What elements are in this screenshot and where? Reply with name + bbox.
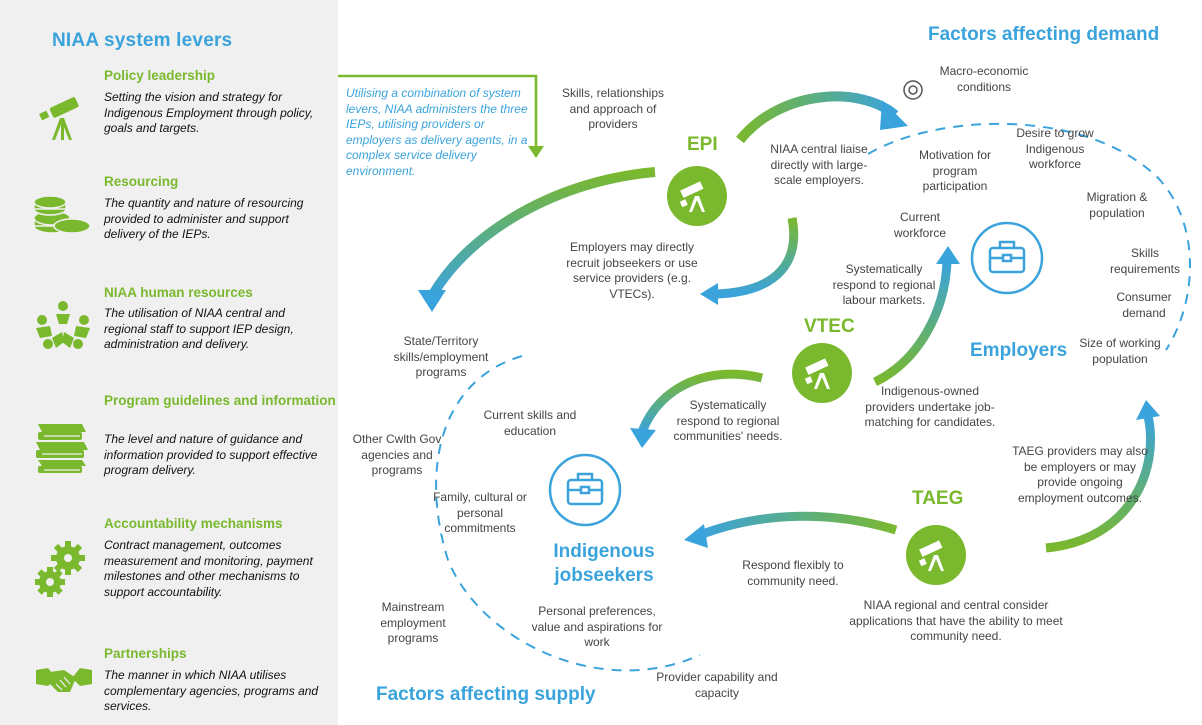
lever-title-accountability: Accountability mechanisms: [104, 516, 283, 531]
lever-desc-policy: Setting the vision and strategy for Indi…: [104, 90, 314, 135]
intro-bracket: [338, 74, 538, 150]
people-circle-icon: [36, 301, 90, 349]
epi-to-supply-arrow: [427, 167, 656, 299]
toolbox-icon: [566, 472, 604, 506]
taeg-to-employers-arrowhead: [1136, 400, 1160, 420]
taeg-to-jobseekers-arrowhead: [684, 524, 708, 548]
skills-providers-text: Skills, relationships and approach of pr…: [561, 86, 665, 131]
employers-recruit-text: Employers may directly recruit jobseeker…: [566, 240, 698, 301]
system-levers-panel: NIAA system levers Policy leadership Set…: [0, 0, 338, 725]
respond-communities-text: Systematically respond to regional commu…: [673, 398, 783, 443]
respond-flexibly-text: Respond flexibly to community need.: [742, 558, 844, 588]
current-workforce-text: Current workforce: [893, 210, 946, 240]
niaa-liaise-text: NIAA central liaise directly with large-…: [770, 142, 868, 187]
books-icon: [36, 424, 88, 473]
jobseekers-label: Indigenous jobseekers: [553, 541, 655, 586]
skills-requirements-text: Skills requirements: [1109, 246, 1181, 276]
vtec-to-employers-arrow: [872, 261, 952, 387]
vtec-to-employers-arrowhead: [936, 246, 960, 264]
gears-icon: [35, 541, 85, 597]
current-skills-text: Current skills and education: [483, 408, 577, 438]
demand-dashed-circle: [867, 122, 1191, 351]
provider-capability-text: Provider capability and capacity: [656, 670, 778, 700]
lever-title-guidelines: Program guidelines and information: [104, 393, 336, 408]
other-cwlth-text: Other Cwlth Gov agencies and programs: [352, 432, 442, 477]
lever-title-policy: Policy leadership: [104, 68, 216, 83]
lever-desc-partnerships: The manner in which NIAA utilises comple…: [104, 668, 319, 713]
demand-heading: Factors affecting demand: [928, 24, 1160, 45]
lever-desc-guidelines: The level and nature of guidance and inf…: [104, 432, 318, 477]
taeg-to-employers-arrow: [1045, 415, 1156, 553]
telescope-icon: [679, 181, 944, 571]
state-territory-text: State/Territory skills/employment progra…: [393, 334, 489, 379]
intro-arrowhead: [528, 146, 544, 158]
taeg-label: TAEG: [912, 488, 964, 509]
taeg-providers-text: TAEG providers may also be employers or …: [1012, 444, 1148, 505]
epi-to-employers-arrowhead: [880, 100, 908, 130]
desire-text: Desire to grow Indigenous workforce: [1016, 126, 1094, 171]
supply-dashed-circle: [435, 355, 701, 672]
handshake-icon: [36, 668, 92, 692]
epi-to-supply-arrowhead: [418, 290, 446, 312]
intro-note: Utilising a combination of system levers…: [346, 86, 528, 178]
respond-labour-text: Systematically respond to regional labou…: [832, 262, 936, 307]
family-commitments-text: Family, cultural or personal commitments: [433, 490, 527, 535]
lever-title-resourcing: Resourcing: [104, 174, 179, 189]
mainstream-programs-text: Mainstream employment programs: [380, 600, 446, 645]
vtec-to-jobseekers-arrowhead: [630, 428, 656, 448]
vtec-to-jobseekers-arrow: [637, 369, 764, 434]
size-working-population-text: Size of working population: [1079, 336, 1161, 366]
globe-coin-icon: [903, 80, 923, 100]
telescope-icon: [39, 97, 79, 140]
toolbox-icon: [988, 240, 1026, 274]
epi-to-providers-arrow: [714, 217, 799, 299]
coins-icon: [33, 195, 91, 234]
taeg-to-jobseekers-arrow: [698, 511, 898, 540]
lever-desc-resourcing: The quantity and nature of resourcing pr…: [104, 196, 304, 241]
personal-preferences-text: Personal preferences, value and aspirati…: [531, 604, 663, 649]
epi-label: EPI: [687, 134, 718, 155]
niaa-regional-text: NIAA regional and central consider appli…: [849, 598, 1063, 643]
motivation-text: Motivation for program participation: [918, 148, 992, 193]
supply-heading: Factors affecting supply: [376, 684, 596, 705]
migration-text: Migration & population: [1086, 190, 1148, 220]
lever-desc-accountability: Contract management, outcomes measuremen…: [104, 538, 313, 599]
indigenous-owned-text: Indigenous-owned providers undertake job…: [864, 384, 996, 429]
panel-title: NIAA system levers: [52, 30, 233, 51]
lever-title-human-resources: NIAA human resources: [104, 285, 253, 300]
consumer-demand-text: Consumer demand: [1116, 290, 1172, 320]
epi-to-employers-arrow: [736, 91, 899, 144]
employers-label: Employers: [970, 340, 1068, 361]
epi-to-providers-arrowhead: [700, 283, 718, 305]
vtec-label: VTEC: [804, 316, 855, 337]
lever-title-partnerships: Partnerships: [104, 646, 187, 661]
macro-economic-text: Macro-economic conditions: [939, 64, 1029, 94]
lever-desc-human-resources: The utilisation of NIAA central and regi…: [104, 306, 294, 351]
